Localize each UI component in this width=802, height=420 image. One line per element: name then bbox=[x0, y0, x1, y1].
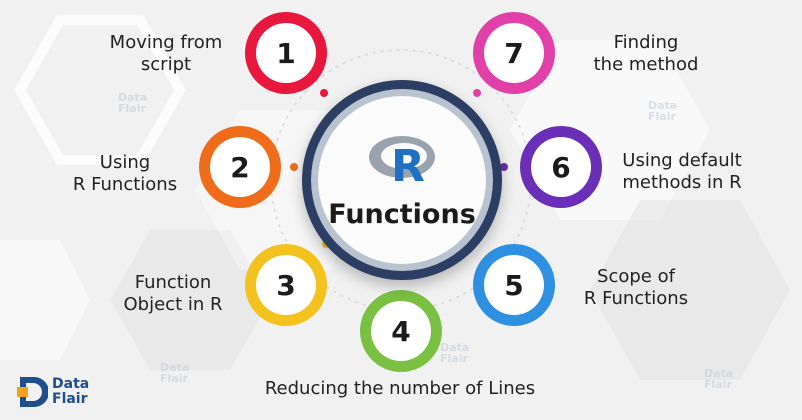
center-hub-core: R Functions bbox=[318, 96, 486, 264]
item-bubble-2: 2 bbox=[199, 126, 281, 208]
item-label-4: Reducing the number of Lines bbox=[264, 378, 536, 399]
center-title: Functions bbox=[328, 198, 476, 230]
item-number-1: 1 bbox=[276, 36, 296, 70]
item-label-1: Moving from script bbox=[86, 32, 246, 76]
center-letter: R bbox=[391, 141, 425, 191]
item-number-3: 3 bbox=[276, 268, 296, 302]
center-hub: R Functions bbox=[302, 80, 502, 280]
item-label-3-line-1: Function bbox=[134, 272, 212, 293]
item-bubble-3: 3 bbox=[245, 244, 327, 326]
item-label-6: Using default methods in R bbox=[612, 150, 752, 194]
item-label-7-line-1: Finding bbox=[613, 32, 679, 53]
item-number-4: 4 bbox=[391, 314, 411, 348]
item-label-2-line-1: Using bbox=[99, 152, 151, 173]
item-label-2-line-2: R Functions bbox=[72, 174, 178, 195]
item-label-7-line-2: the method bbox=[593, 54, 699, 75]
item-bubble-7: 7 bbox=[473, 12, 555, 94]
connector-dot-2 bbox=[290, 163, 298, 171]
item-label-6-line-2: methods in R bbox=[622, 172, 742, 193]
item-label-1-line-1: Moving from bbox=[109, 32, 223, 53]
item-bubble-1: 1 bbox=[245, 12, 327, 94]
item-number-6: 6 bbox=[551, 150, 571, 184]
item-bubble-5: 5 bbox=[473, 244, 555, 326]
item-bubble-6: 6 bbox=[520, 126, 602, 208]
item-bubble-4: 4 bbox=[360, 290, 442, 372]
item-label-5-line-2: R Functions bbox=[583, 288, 689, 309]
connector-dot-7 bbox=[473, 89, 481, 97]
item-label-2: Using R Functions bbox=[55, 152, 195, 196]
item-label-7: Finding the method bbox=[576, 32, 716, 76]
item-label-3: Function Object in R bbox=[108, 272, 238, 316]
connector-dot-6 bbox=[500, 163, 508, 171]
item-label-1-line-2: script bbox=[140, 54, 192, 75]
item-number-5: 5 bbox=[504, 268, 524, 302]
item-label-6-line-1: Using default bbox=[622, 150, 742, 171]
r-logo-icon: R bbox=[369, 135, 435, 191]
item-number-2: 2 bbox=[230, 150, 250, 184]
item-label-5-line-1: Scope of bbox=[597, 266, 675, 287]
connector-dot-1 bbox=[320, 89, 328, 97]
dataflair-logo-icon bbox=[17, 377, 48, 407]
item-label-3-line-2: Object in R bbox=[123, 294, 223, 315]
item-number-7: 7 bbox=[504, 36, 524, 70]
item-label-5: Scope of R Functions bbox=[566, 266, 706, 310]
